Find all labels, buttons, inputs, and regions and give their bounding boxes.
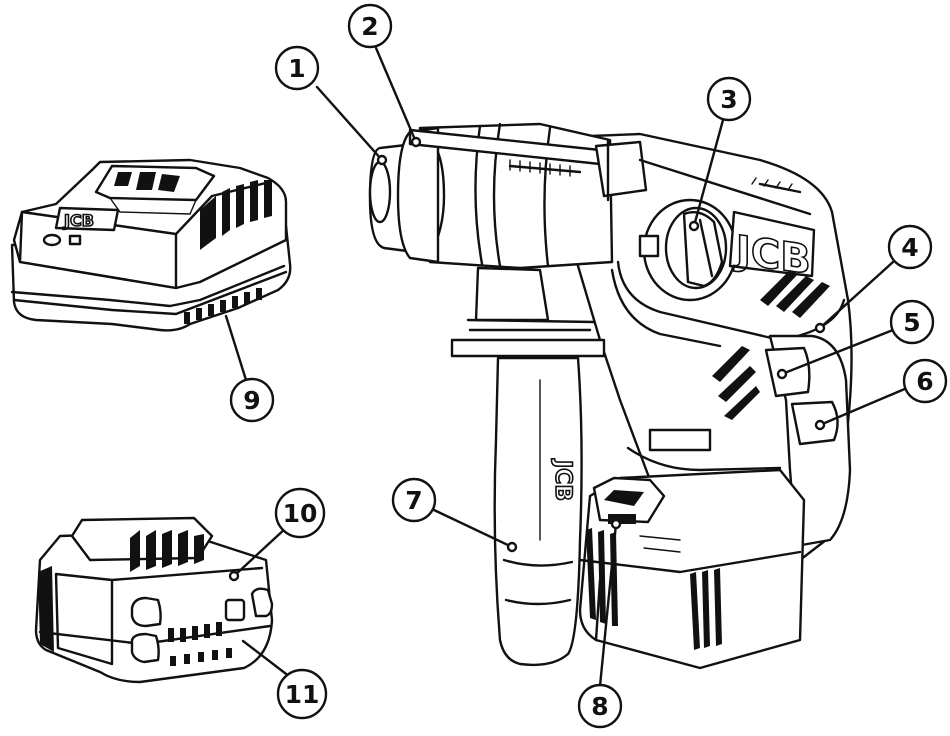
callout-4-label: 4 [901,233,918,262]
callout-4: 4 [887,224,933,270]
callout-7-label: 7 [405,486,422,515]
callout-5: 5 [889,299,935,345]
battery-vents [168,622,232,666]
callout-9-label: 9 [243,386,260,415]
leader-lines [224,46,909,688]
depth-rod-scale [508,159,582,177]
battery-pack [34,516,274,684]
callout-1-label: 1 [288,54,305,83]
callout-10-label: 10 [283,499,318,528]
callout-8-label: 8 [591,692,608,721]
callout-8: 8 [577,683,623,729]
drill-handle-logo: JCB [550,458,575,501]
callout-7: 7 [391,477,437,523]
charger-bottom-vents [184,288,262,324]
callout-2: 2 [347,3,393,49]
callout-2-label: 2 [361,12,378,41]
motor-vents [712,270,830,420]
callout-5-label: 5 [903,308,920,337]
callout-10: 10 [274,487,326,539]
callout-3-label: 3 [720,85,737,114]
battery-charger: JCB [10,158,292,332]
callout-11-label: 11 [285,680,320,709]
charger-logo: JCB [63,211,94,230]
charger-vents [200,180,272,250]
rotary-hammer-drill: JCB JCB [368,122,853,670]
callout-11: 11 [276,668,328,720]
callout-6: 6 [902,358,948,404]
drill-battery [578,468,806,670]
callout-1: 1 [274,45,320,91]
callout-3: 3 [706,76,752,122]
callout-6-label: 6 [916,367,933,396]
callout-9: 9 [229,377,275,423]
